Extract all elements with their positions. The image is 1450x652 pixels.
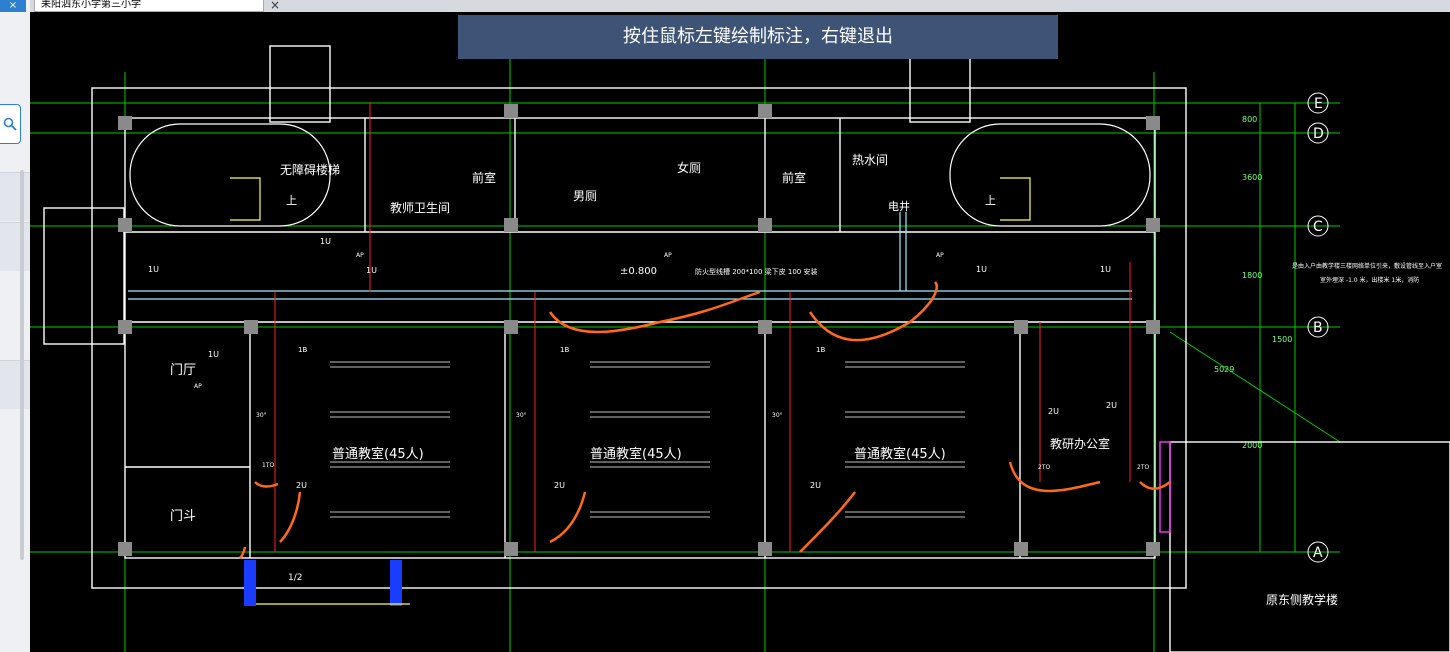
desks [330, 361, 965, 518]
tag: 2U [296, 481, 307, 490]
axis-label-a: A [1313, 545, 1323, 561]
ramp-width-label: 1/2 [288, 573, 302, 583]
cable-tray-note: 防火型线槽 200*100 梁下皮 100 安装 [695, 267, 817, 276]
columns [118, 104, 1160, 556]
tag: 2U [554, 481, 565, 490]
search-button[interactable] [0, 104, 21, 144]
elevation-label: ±0.800 [620, 266, 657, 277]
room-label: 普通教室(45人) [590, 446, 682, 462]
dim-text: 3600 [1242, 173, 1262, 182]
stairs [129, 123, 1151, 227]
room-label: 无障碍楼梯 [280, 162, 340, 177]
tag: 1U [208, 350, 219, 359]
room-label: 男厕 [573, 189, 597, 203]
instruction-banner: 按住鼠标左键绘制标注，右键退出 [458, 15, 1058, 59]
right-note: 室外埋深 -1.0 米，出楼米 1米，消防 [1320, 276, 1419, 284]
room-label: 教师卫生间 [390, 200, 450, 215]
tag: 1B [298, 346, 307, 354]
floor-plan[interactable]: E D C B A 800 3600 1800 1500 2000 5029 无… [30, 12, 1450, 652]
tag: 30° [256, 412, 267, 419]
tab-strip: 耒阳泗东小学第三小学 × [30, 0, 1450, 12]
tag: 1U [976, 265, 987, 274]
tag: 2U [1048, 407, 1059, 416]
tag: AP [194, 383, 202, 390]
side-item[interactable] [0, 222, 30, 271]
close-icon[interactable]: × [0, 0, 26, 12]
side-scrollbar[interactable] [20, 170, 24, 560]
tag: 1TO [262, 462, 274, 469]
tag: 1U [320, 237, 331, 246]
markup-strokes [239, 281, 1171, 559]
room-label: 前室 [472, 170, 496, 185]
room-label: 热水间 [852, 153, 888, 167]
tag: AP [356, 252, 364, 259]
cable-tray [128, 212, 1132, 300]
room-label: 前室 [782, 170, 806, 185]
room-label: 上 [286, 194, 297, 207]
cad-canvas[interactable]: E D C B A 800 3600 1800 1500 2000 5029 无… [30, 12, 1450, 652]
axis-label-b: B [1313, 320, 1323, 336]
tag: 2TO [1137, 464, 1149, 471]
room-label: 普通教室(45人) [332, 446, 424, 462]
dim-text: 2000 [1242, 441, 1262, 450]
tag: 1B [816, 346, 825, 354]
grid-lines [30, 52, 1341, 652]
tag: AP [664, 252, 672, 259]
room-label: 女厕 [677, 160, 701, 175]
axis-label-d: D [1313, 126, 1324, 142]
walls [43, 45, 1450, 652]
tag: 1U [148, 265, 159, 274]
tag: 30° [516, 412, 527, 419]
tag: 30° [772, 412, 783, 419]
room-label: 门厅 [170, 363, 196, 378]
search-icon [3, 117, 17, 131]
axis-label-c: C [1313, 219, 1323, 235]
room-label: 门斗 [170, 509, 196, 524]
tag: 2TO [1038, 464, 1050, 471]
tag: 1U [1100, 265, 1111, 274]
tab-drawing[interactable]: 耒阳泗东小学第三小学 [34, 0, 264, 12]
axis-label-e: E [1314, 96, 1323, 112]
room-label: 普通教室(45人) [854, 446, 946, 462]
dim-text: 1500 [1272, 335, 1292, 344]
close-icon[interactable]: × [270, 0, 281, 12]
side-item[interactable] [0, 360, 30, 409]
room-label: 上 [985, 194, 996, 207]
room-label: 电井 [888, 199, 910, 213]
tag: 1U [366, 266, 377, 275]
ramp-hatch [244, 560, 402, 606]
side-panel: × [0, 0, 31, 652]
dim-text: 5029 [1214, 365, 1234, 374]
dim-text: 800 [1242, 115, 1257, 124]
room-label: 原东侧教学楼 [1266, 592, 1338, 607]
right-note: 是由入户由教学楼三楼网络单位引来，敷设管线至入户室 [1292, 262, 1442, 270]
electric-lines [274, 102, 1131, 552]
tag: AP [936, 252, 944, 259]
dim-text: 1800 [1242, 271, 1262, 280]
room-label: 教研办公室 [1050, 436, 1110, 451]
tag: 1B [560, 346, 569, 354]
tag: 2U [810, 481, 821, 490]
tag: 2U [1106, 401, 1117, 410]
side-item[interactable] [0, 172, 30, 221]
axis-bubbles [1307, 92, 1329, 563]
